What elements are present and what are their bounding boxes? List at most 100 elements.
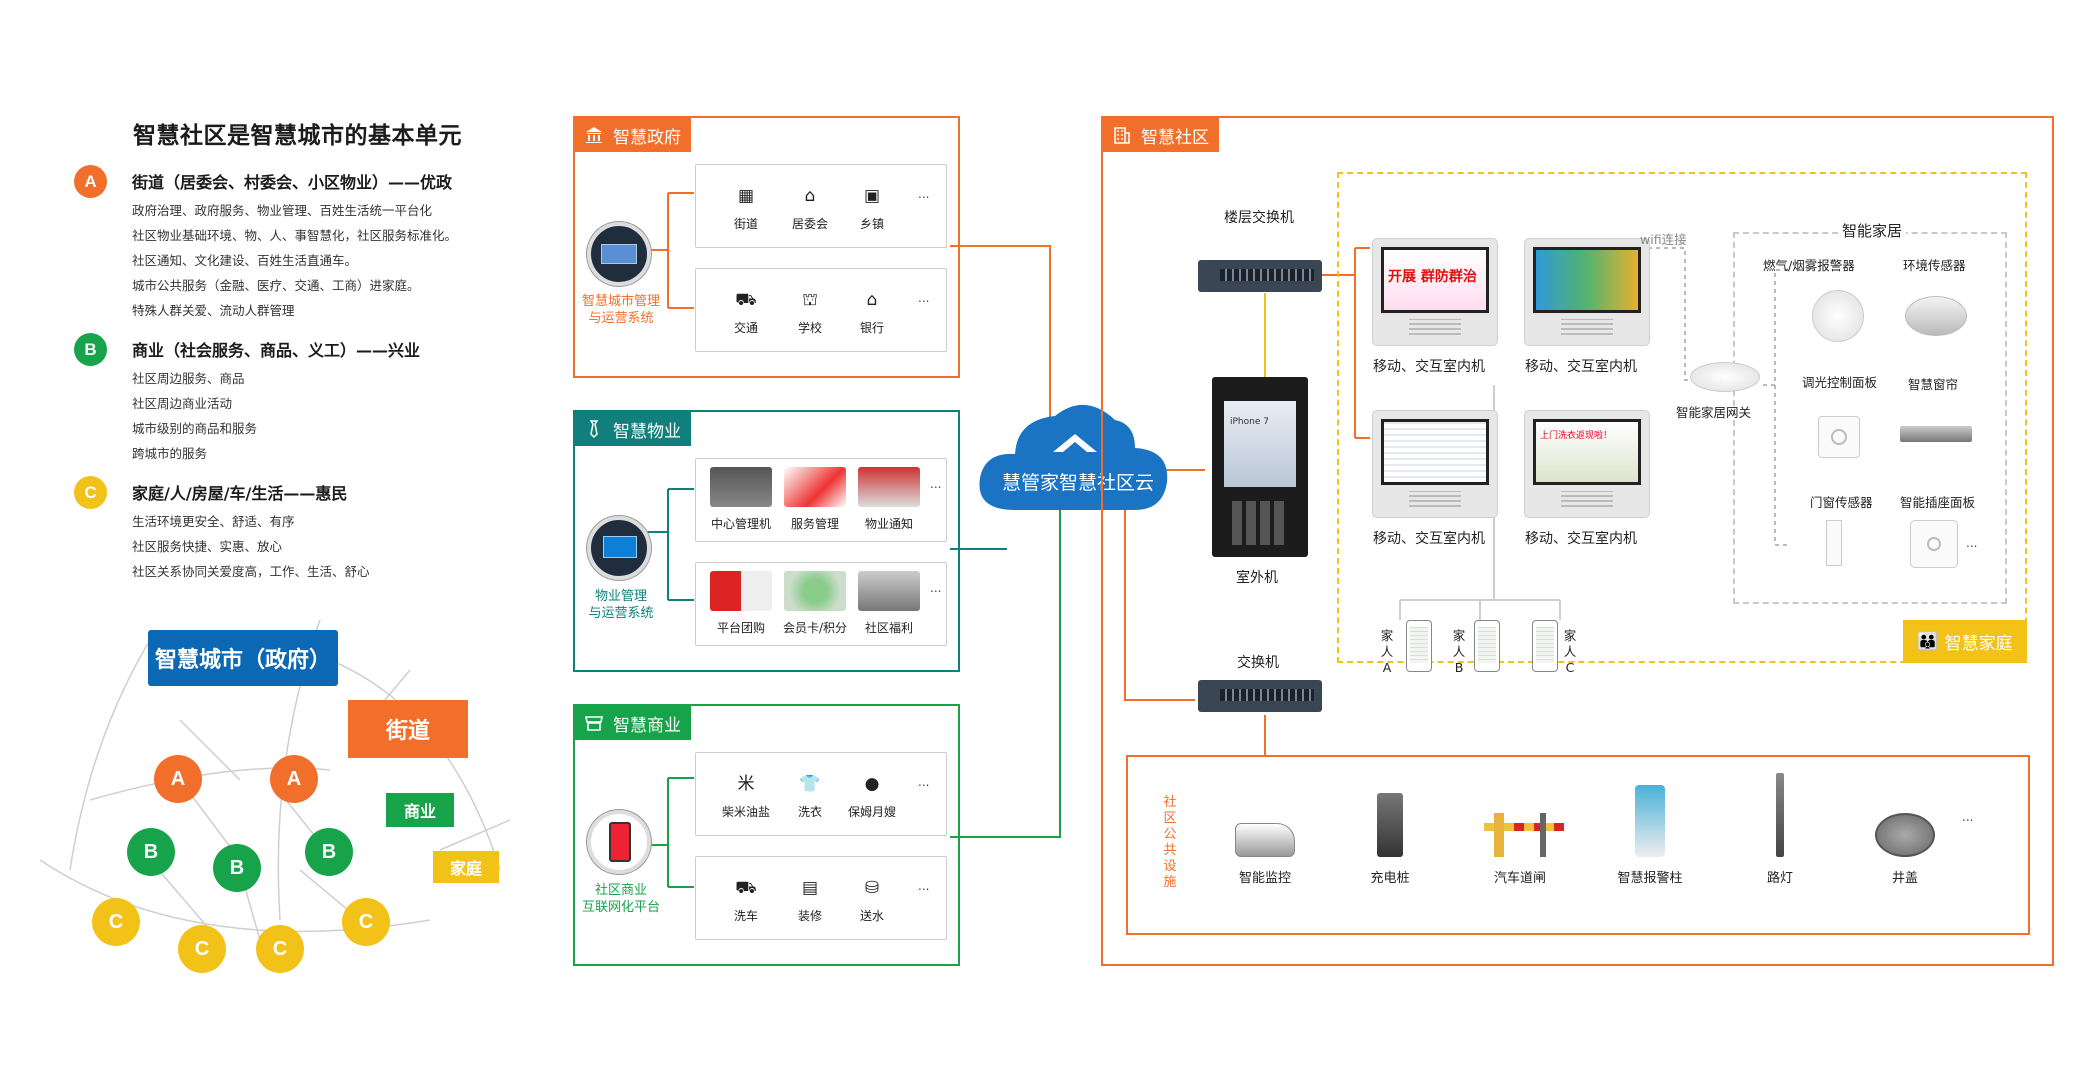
school-icon: ⛫ (802, 290, 818, 310)
curtain-image (1900, 426, 1972, 442)
facility-item: 充电桩 (1340, 785, 1440, 886)
groupbuy-image (710, 571, 772, 611)
commerce-card-2: ⛟洗车 ▤装修 ⛁送水 ... (695, 856, 947, 940)
commerce-item[interactable]: ⛟洗车 (716, 877, 776, 924)
property-tab: 智慧物业 (575, 412, 691, 446)
alarm-pillar-image (1600, 785, 1700, 857)
gateway-image (1690, 362, 1760, 392)
property-card-1: 中心管理机 服务管理 物业通知 ... (695, 458, 947, 542)
node-a: A (154, 755, 202, 803)
manhole-image (1855, 785, 1955, 857)
public-facilities-title: 社区公共设施 (1163, 795, 1177, 890)
category-b-line: 社区周边服务、商品 (132, 371, 245, 386)
water-icon: ⛁ (864, 878, 880, 898)
property-system-label: 物业管理 与运营系统 (588, 589, 654, 621)
gov-item[interactable]: ▣乡镇 (842, 185, 902, 232)
property-card-2: 平台团购 会员卡/积分 社区福利 ... (695, 562, 947, 646)
commerce-card-1: 米柴米油盐 👕洗衣 ●保姆月嫂 ... (695, 752, 947, 836)
gov-item[interactable]: ⛫学校 (780, 289, 840, 336)
phone-image (1474, 620, 1500, 672)
category-b-line: 社区周边商业活动 (132, 396, 233, 411)
property-item[interactable]: 物业通知 (852, 467, 926, 532)
facility-item: 汽车道闸 (1470, 785, 1570, 886)
building-icon (1111, 124, 1133, 146)
facility-item: 井盖 (1855, 785, 1955, 886)
commerce-item[interactable]: 米柴米油盐 (716, 773, 776, 820)
gov-card-2: ⛟交通 ⛫学校 ⌂银行 ... (695, 268, 947, 352)
smart-home-item: 调光控制面板 (1802, 375, 1878, 390)
smart-family-box (1337, 172, 2027, 663)
node-c: C (178, 925, 226, 973)
property-item[interactable]: 服务管理 (778, 467, 852, 532)
category-a-line: 城市公共服务（金融、医疗、交通、工商）进家庭。 (132, 278, 420, 293)
city-label: 智慧城市（政府） (148, 630, 338, 686)
commerce-tab-label: 智慧商业 (613, 715, 681, 736)
property-item[interactable]: 社区福利 (852, 571, 926, 636)
smart-family-tab: 👪智慧家庭 (1903, 620, 2027, 663)
gov-item[interactable]: ▦街道 (716, 185, 776, 232)
switch-image (1198, 680, 1322, 712)
property-panel: 智慧物业 物业管理 与运营系统 中心管理机 服务管理 物业通知 ... 平台团购… (573, 410, 960, 672)
switch-label: 交换机 (1237, 655, 1279, 671)
business-label: 商业 (386, 793, 454, 827)
commerce-item[interactable]: ●保姆月嫂 (842, 773, 902, 820)
commerce-item[interactable]: ⛁送水 (842, 877, 902, 924)
node-c: C (342, 898, 390, 946)
rice-icon: 米 (737, 774, 755, 794)
gov-item[interactable]: ⛟交通 (716, 289, 776, 336)
more-icon: ... (930, 581, 942, 595)
more-icon: ... (918, 775, 930, 789)
toolbox-icon: ▤ (801, 878, 819, 898)
shop-icon: ▣ (863, 186, 881, 206)
facility-item: 智能监控 (1215, 785, 1315, 886)
commerce-item[interactable]: ▤装修 (780, 877, 840, 924)
node-c: C (256, 925, 304, 973)
gov-item[interactable]: ⌂银行 (842, 289, 902, 336)
family-member-label: 家人A (1380, 628, 1394, 675)
family-icon: 👪 (1917, 631, 1939, 652)
indoor-unit-image (1372, 410, 1498, 518)
category-b-title: 商业（社会服务、商品、义工）——兴业 (132, 341, 421, 360)
street-label: 街道 (348, 700, 468, 758)
phone-brand: iPhone 7 (1230, 417, 1269, 427)
property-item[interactable]: 中心管理机 (704, 467, 778, 532)
store-icon (583, 712, 605, 734)
more-icon: ... (918, 291, 930, 305)
category-a-line: 特殊人群关爱、流动人群管理 (132, 303, 295, 318)
gov-tab: 智慧政府 (575, 118, 691, 152)
car-icon: ⛟ (735, 290, 757, 310)
node-a: A (270, 755, 318, 803)
category-b-line: 城市级别的商品和服务 (132, 421, 258, 436)
phone-image (1406, 620, 1432, 672)
tie-icon (583, 418, 605, 440)
street-light-image (1730, 770, 1830, 857)
barrier-gate-image (1470, 785, 1570, 857)
building-icon: ▦ (737, 186, 755, 206)
more-icon: ... (918, 879, 930, 893)
shirt-icon: 👕 (799, 774, 821, 794)
location-icon: ● (864, 774, 880, 794)
indoor-label: 移动、交互室内机 (1525, 359, 1637, 375)
bank-house-icon: ⌂ (866, 290, 878, 310)
commerce-system-label: 社区商业 互联网化平台 (581, 883, 660, 915)
outdoor-label: 室外机 (1236, 570, 1278, 586)
property-item[interactable]: 会员卡/积分 (778, 571, 852, 636)
notice-image (858, 467, 920, 507)
category-a-title: 街道（居委会、村委会、小区物业）——优政 (132, 173, 453, 192)
property-system-image (587, 516, 651, 580)
cloud-icon (979, 404, 1168, 510)
smoke-alarm-image (1812, 290, 1864, 342)
outdoor-unit-image: iPhone 7 (1212, 377, 1308, 557)
commerce-system-image (587, 810, 651, 874)
category-c-badge: C (74, 476, 107, 509)
smart-home-title: 智能家居 (1838, 220, 1907, 241)
category-b-badge: B (74, 333, 107, 366)
gov-system-label: 智慧城市管理 与运营系统 (581, 294, 660, 326)
gov-item[interactable]: ⌂居委会 (780, 185, 840, 232)
category-b-line: 跨城市的服务 (132, 446, 208, 461)
welfare-image (858, 571, 920, 611)
floor-switch-image (1198, 260, 1322, 292)
gov-panel: 智慧政府 智慧城市管理 与运营系统 ▦街道 ⌂居委会 ▣乡镇 ... ⛟交通 ⛫… (573, 116, 960, 378)
commerce-item[interactable]: 👕洗衣 (780, 773, 840, 820)
property-item[interactable]: 平台团购 (704, 571, 778, 636)
